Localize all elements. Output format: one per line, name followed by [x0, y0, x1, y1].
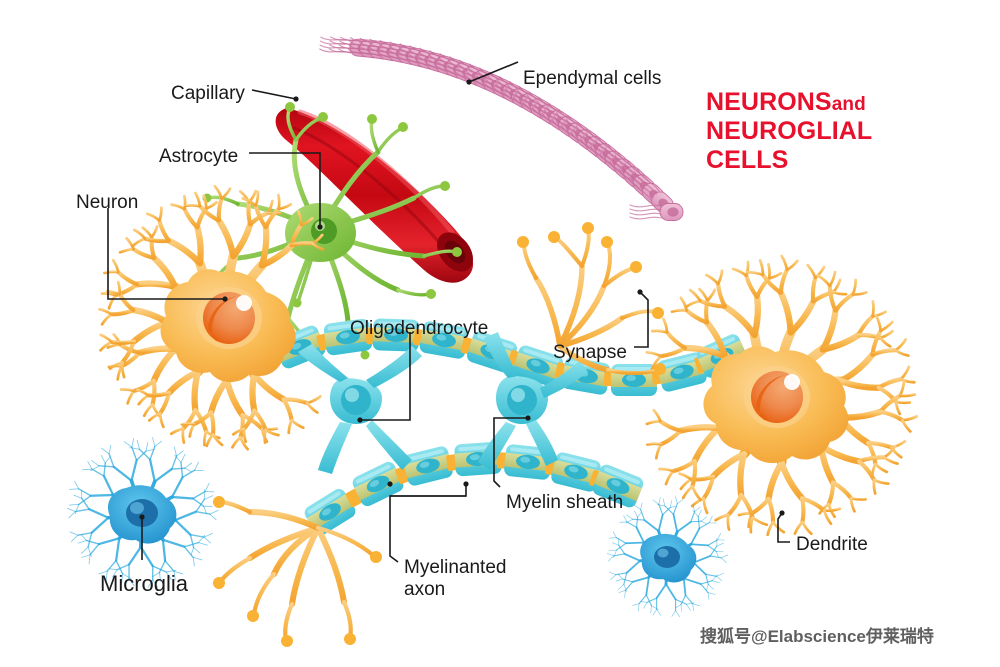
leader-synapse	[634, 291, 649, 348]
page-title: NEURONSand NEUROGLIAL CELLS	[706, 88, 872, 175]
myelin-segment	[657, 352, 707, 392]
label-myelinated-axon: Myelinanted axon	[404, 557, 507, 600]
label-oligodendrocyte: Oligodendrocyte	[350, 318, 489, 339]
title-line-3: CELLS	[706, 146, 789, 174]
microglia-left	[66, 437, 219, 588]
watermark: 搜狐号@Elabscience伊莱瑞特	[700, 627, 934, 646]
myelin-segment	[419, 321, 469, 359]
microglia-right	[606, 496, 729, 617]
myelinated-axon-chain	[274, 318, 748, 536]
myelin-segment	[513, 345, 563, 387]
axon-terminal-branches-bottom	[213, 496, 382, 647]
myelin-segment	[504, 444, 552, 480]
leader-dots	[139, 79, 785, 520]
leader-oligodendrocyte	[360, 332, 411, 421]
title-conjunction: and	[831, 94, 866, 115]
myelin-segment	[352, 461, 404, 507]
leader-capillary	[251, 89, 297, 100]
myelin-segment	[372, 318, 420, 352]
leader-astrocyte	[249, 152, 321, 227]
label-ependymal-cells: Ependymal cells	[523, 68, 662, 89]
myelin-segment	[304, 488, 356, 536]
myelin-segment	[403, 446, 453, 486]
myelin-segment	[551, 452, 601, 492]
label-capillary: Capillary	[171, 83, 245, 104]
leader-myelin	[493, 417, 528, 488]
myelin-segment	[611, 364, 657, 396]
neuron-left	[98, 184, 325, 451]
leader-lines	[107, 61, 790, 563]
label-myelin-sheath: Myelin sheath	[506, 492, 624, 513]
synapse-terminals	[517, 222, 666, 375]
label-synapse: Synapse	[553, 342, 627, 363]
title-line-2: NEUROGLIAL	[706, 117, 873, 145]
myelin-segment	[323, 318, 373, 356]
label-dendrite: Dendrite	[796, 534, 868, 555]
leader-neuron	[107, 208, 225, 300]
title-line-1: NEURONS	[706, 88, 832, 116]
label-astrocyte: Astrocyte	[159, 146, 239, 167]
oligodendrocyte-lower	[478, 332, 588, 470]
oligodendrocyte-upper	[298, 344, 422, 474]
neuron-right	[645, 254, 919, 537]
myelin-segment	[592, 464, 644, 508]
ependymal-row	[319, 36, 684, 221]
label-microglia: Microglia	[100, 571, 189, 596]
leader-ependymal	[468, 61, 519, 83]
leader-dendrite	[777, 512, 790, 543]
label-neuron: Neuron	[76, 192, 139, 213]
